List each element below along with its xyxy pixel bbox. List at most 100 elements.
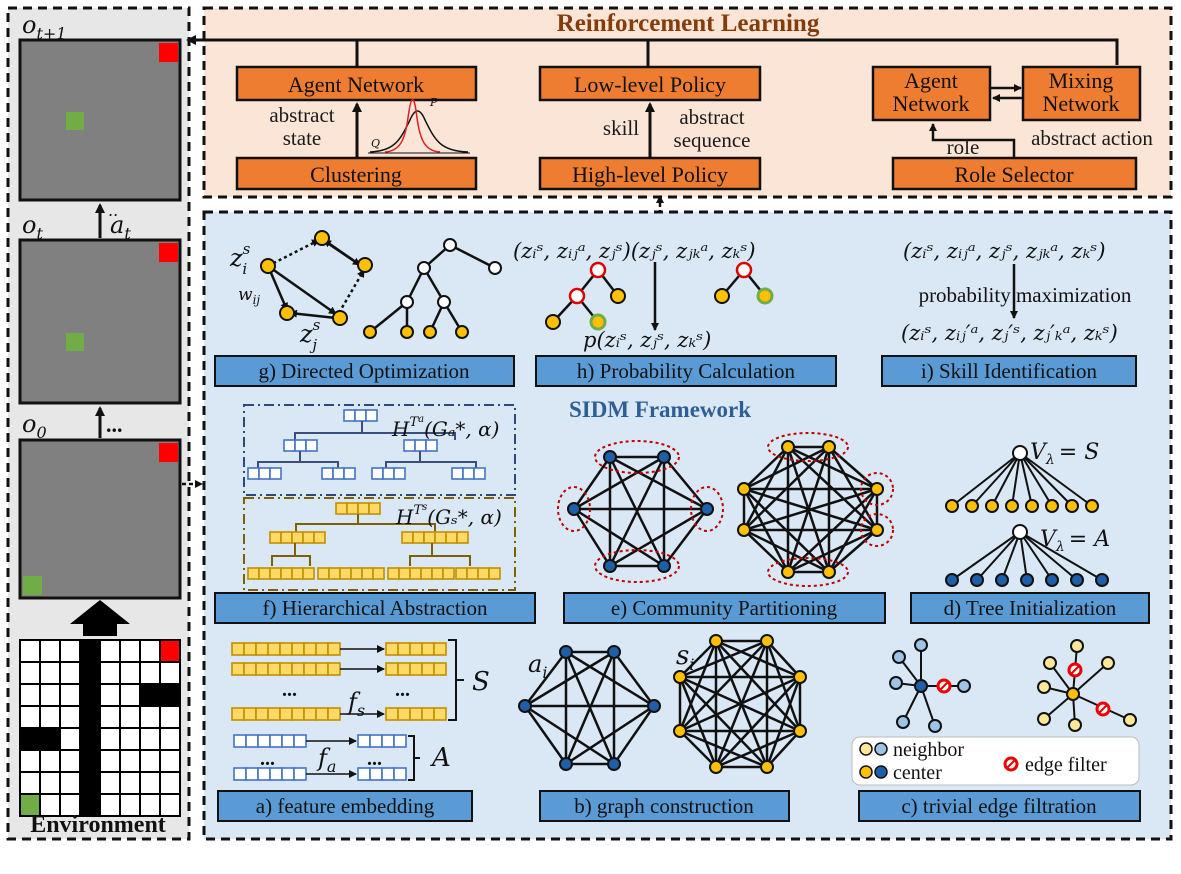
obs-top-label: ot+1 (22, 11, 66, 43)
graph-node (559, 757, 573, 771)
filter-edge (920, 685, 936, 727)
maze-cell (99, 661, 121, 685)
embedding-cell (293, 734, 307, 748)
maze-cell (99, 771, 121, 795)
embedding-cell (255, 662, 269, 676)
maze-cell (139, 727, 161, 751)
hierarchical-abstraction: HTa(Gₐ*, α) HTs(Gₛ*, α) (243, 404, 516, 591)
skill-id-middle-label: probability maximization (919, 283, 1132, 307)
svg-text:HTs(Gₛ*, α): HTs(Gₛ*, α) (395, 502, 502, 529)
tree-edge (951, 452, 1021, 507)
tree-edge (971, 452, 1021, 507)
embedding-cell (433, 707, 447, 721)
tree-initialization (945, 445, 1109, 587)
embedding-cell (291, 642, 305, 656)
community-cluster (557, 486, 591, 532)
svg-text:High-level Policy: High-level Policy (572, 162, 728, 187)
filter-neighbor (914, 638, 928, 652)
community-node (657, 450, 671, 464)
maze-cell (79, 639, 101, 663)
role-to-agent-arrow (929, 123, 1016, 158)
prob-calc-tree-right (714, 261, 774, 305)
tree-edge (1019, 531, 1053, 581)
graph-edge (679, 639, 768, 679)
community-edge (608, 456, 666, 567)
embedding-cell (462, 467, 475, 480)
obs-bottom-frame (18, 438, 182, 600)
tree-leaf (945, 499, 959, 513)
abstract-state-label-2: state (283, 126, 321, 150)
graph-node (607, 757, 621, 771)
embedding-cell (267, 642, 281, 656)
community-edge (609, 455, 708, 511)
svg-text:g) Directed Optimization: g) Directed Optimization (258, 359, 470, 383)
maze-cell (159, 727, 181, 751)
filter-neighbor (892, 650, 906, 664)
tree-leaf (1045, 573, 1059, 587)
embedding-cell (445, 531, 458, 544)
graph-edge (679, 729, 768, 769)
embedding-cell (280, 567, 293, 580)
svg-text:Role Selector: Role Selector (954, 162, 1074, 187)
community-cluster (594, 440, 680, 474)
embedding-cell (393, 467, 406, 480)
tree-leaf (970, 573, 984, 587)
maze-cell (39, 661, 61, 685)
hier-a-edge (294, 421, 456, 440)
filter-center (1066, 687, 1080, 701)
prob-calc-tree-left (545, 261, 626, 331)
embedding-cell (328, 567, 341, 580)
filter-center (914, 679, 928, 693)
embedding-cell (403, 439, 416, 452)
embedding-cell (409, 662, 423, 676)
maze-cell (59, 727, 81, 751)
embedding-cell (421, 662, 435, 676)
abstract-state-label-1: abstract (269, 103, 334, 127)
embedding-cell (397, 707, 411, 721)
embedding-cell (231, 662, 245, 676)
maze-cell (119, 639, 141, 663)
caption-i: i) Skill Identification (881, 355, 1137, 387)
svg-text:f) Hierarchical Abstraction: f) Hierarchical Abstraction (262, 596, 488, 620)
embedding-cell (313, 531, 326, 544)
graph-edge (523, 705, 568, 765)
svg-text:Q: Q (371, 137, 380, 150)
graph-edge (564, 651, 616, 765)
embedding-cell (398, 567, 411, 580)
community-edge (743, 528, 830, 574)
edge-filter-mark (1098, 704, 1108, 714)
filter-neighbor (1068, 718, 1082, 732)
community-node (781, 565, 795, 579)
community-node (822, 565, 836, 579)
embedding-cell (243, 642, 257, 656)
tree-edge (1019, 531, 1103, 581)
embedding-cell (303, 662, 317, 676)
maze-cell (39, 749, 61, 773)
caption-f: f) Hierarchical Abstraction (214, 592, 536, 624)
tree-leaf (965, 499, 979, 513)
embedding-cell (488, 567, 501, 580)
embedding-cell (243, 707, 257, 721)
community-edge (743, 446, 789, 490)
embedding-cell (231, 707, 245, 721)
tree-edge (1019, 531, 1028, 581)
edge-filter-mark (1070, 665, 1080, 675)
tree-leaf (1025, 499, 1039, 513)
svg-text:Agent Network: Agent Network (288, 72, 424, 97)
maze-cell (99, 749, 121, 773)
graph-edge (524, 650, 615, 708)
graph-edge (679, 675, 801, 733)
maze-cell (159, 683, 181, 707)
maze-cell (79, 727, 101, 751)
embedding-cell (412, 531, 425, 544)
maze-cell (19, 661, 41, 685)
embedding-cell (414, 439, 427, 452)
community-edge (572, 456, 612, 510)
community-cluster (860, 513, 894, 547)
tree-edge (1019, 452, 1073, 507)
embedding-cell (339, 567, 352, 580)
embedding-cell (350, 567, 363, 580)
embedding-cell (455, 567, 468, 580)
graph-construction (518, 634, 807, 774)
